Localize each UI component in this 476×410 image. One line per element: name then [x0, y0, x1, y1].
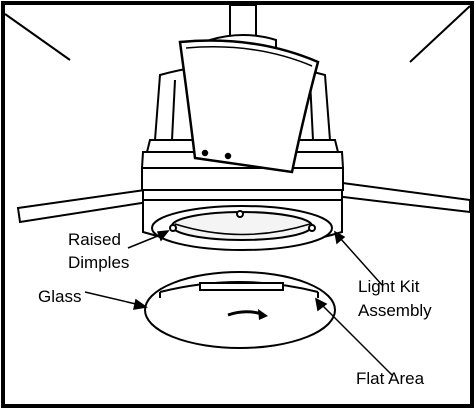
- light-kit-leader: [339, 237, 383, 286]
- leader-lines: [84, 230, 393, 376]
- fan-blades: [16, 180, 471, 224]
- raised-dimple-left: [169, 224, 177, 232]
- rotation-arrow-icon: [227, 309, 268, 320]
- flat-area-leader: [321, 304, 393, 376]
- raised-dimple-right: [308, 224, 316, 232]
- raised-dimples-label-line2: Dimples: [68, 253, 129, 272]
- light-kit-label: Light Kit: [358, 277, 420, 296]
- glass-shade: [144, 271, 336, 349]
- light-kit-label-line2: Assembly: [358, 301, 432, 320]
- glass-leader: [84, 291, 141, 306]
- glass-label: Glass: [38, 287, 81, 306]
- blade-bracket: [178, 39, 320, 174]
- raised-dimples-label: Raised: [68, 230, 121, 249]
- ceiling-lines: [4, 5, 471, 63]
- light-kit-assembly-shape: [142, 199, 343, 251]
- flat-area-label: Flat Area: [356, 369, 425, 388]
